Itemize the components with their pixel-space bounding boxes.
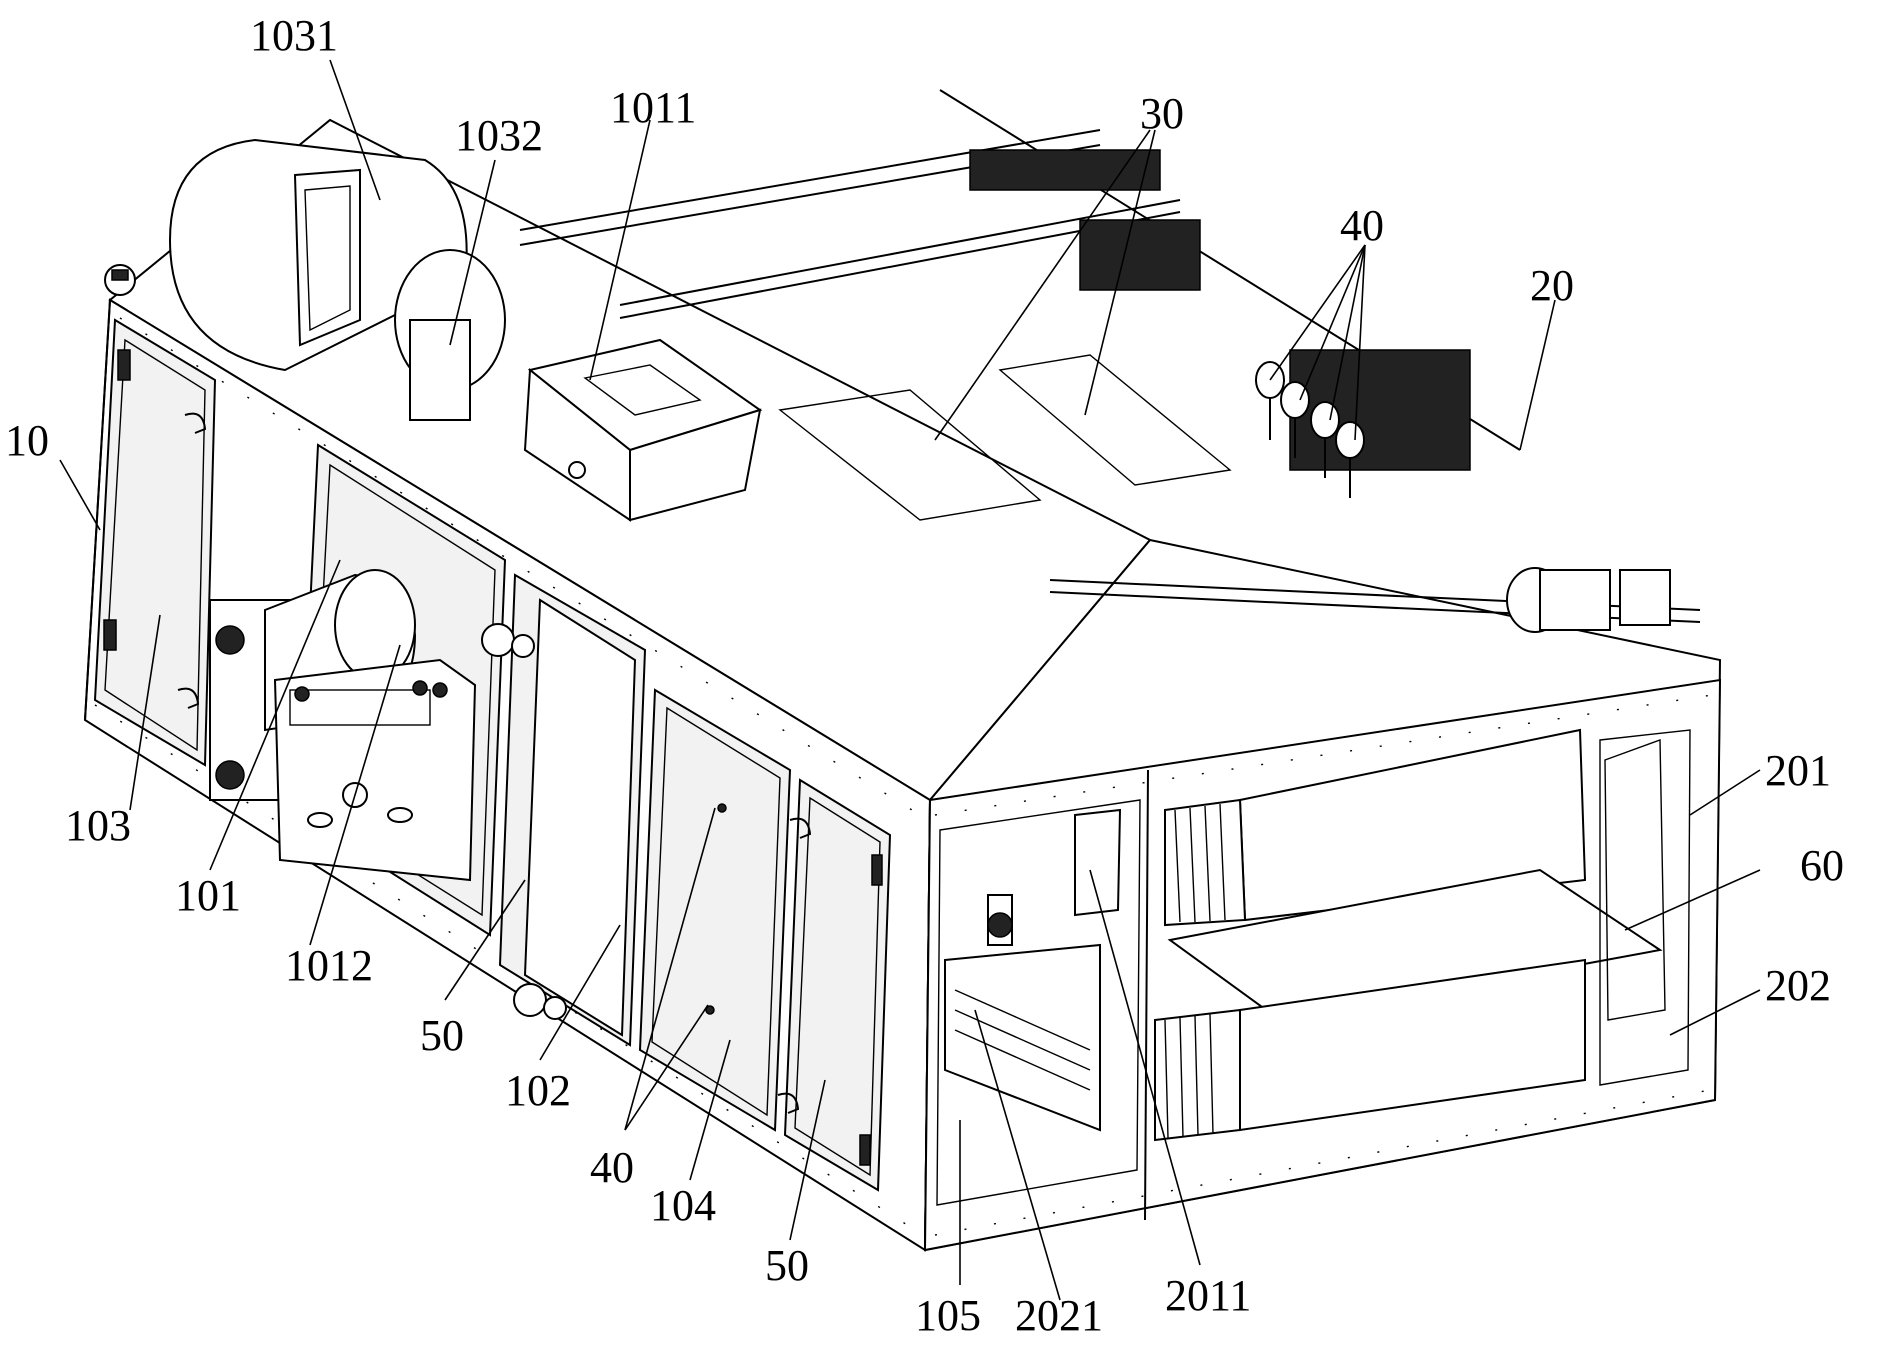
section-104 (638, 688, 792, 1132)
label-50-right: 50 (765, 1241, 809, 1290)
label-2011: 2011 (1165, 1271, 1251, 1320)
plate-60 (1167, 868, 1663, 1022)
door-103-handle-bottom (177, 687, 200, 709)
leader-lines (59, 59, 1761, 1301)
label-50-left: 50 (420, 1011, 464, 1060)
box-2011 (1074, 808, 1122, 917)
label-40-top: 40 (1340, 201, 1384, 250)
door-103 (93, 318, 217, 767)
door-50-right-panel (783, 778, 892, 1192)
panel-104-frame (638, 688, 792, 1132)
box-1011 (523, 338, 763, 522)
panel-30-right (998, 354, 1232, 486)
label-202: 202 (1765, 961, 1831, 1010)
damper-2021 (944, 943, 1101, 1132)
fin-bank (969, 149, 1471, 471)
section-102 (481, 573, 647, 1047)
right-frame (1599, 729, 1691, 1086)
panel-30-left (778, 389, 1042, 521)
motor-101-hole-top (215, 625, 245, 655)
drive-motor (1506, 567, 1671, 633)
blower-1031-outlet (293, 168, 361, 347)
nozzle-40-d (1335, 421, 1365, 459)
label-201: 201 (1765, 746, 1831, 795)
door-50-right (777, 778, 892, 1192)
label-30: 30 (1140, 89, 1184, 138)
box-1011-side (629, 408, 762, 522)
nozzle-40-c (1310, 401, 1340, 439)
label-10: 10 (5, 416, 49, 465)
motor-101-hole-bottom (215, 760, 245, 790)
coil-201 (1164, 798, 1247, 927)
door-103-panel (93, 318, 217, 767)
label-102: 102 (505, 1066, 571, 1115)
section-101 (209, 443, 507, 937)
label-40-bottom: 40 (590, 1143, 634, 1192)
label-1032: 1032 (455, 111, 543, 160)
label-101: 101 (175, 871, 241, 920)
label-103: 103 (65, 801, 131, 850)
label-105: 105 (915, 1291, 981, 1340)
label-60: 60 (1800, 841, 1844, 890)
label-1031: 1031 (250, 11, 338, 60)
coil-202 (1154, 1008, 1241, 1142)
reference-labels: 10 1031 1032 1011 30 40 20 201 60 202 10… (5, 11, 1844, 1340)
blower-1032 (394, 249, 506, 421)
top-platform (519, 89, 1701, 633)
label-1011: 1011 (610, 83, 696, 132)
door-103-handle-top (184, 412, 207, 434)
blower-1031 (104, 138, 468, 372)
filter-102 (523, 598, 637, 1037)
label-104: 104 (650, 1181, 716, 1230)
label-2021: 2021 (1015, 1291, 1103, 1340)
label-20: 20 (1530, 261, 1574, 310)
box-1012 (273, 658, 477, 882)
label-1012: 1012 (285, 941, 373, 990)
section-105-frame (936, 799, 1141, 1206)
housing-20 (923, 538, 1722, 1252)
